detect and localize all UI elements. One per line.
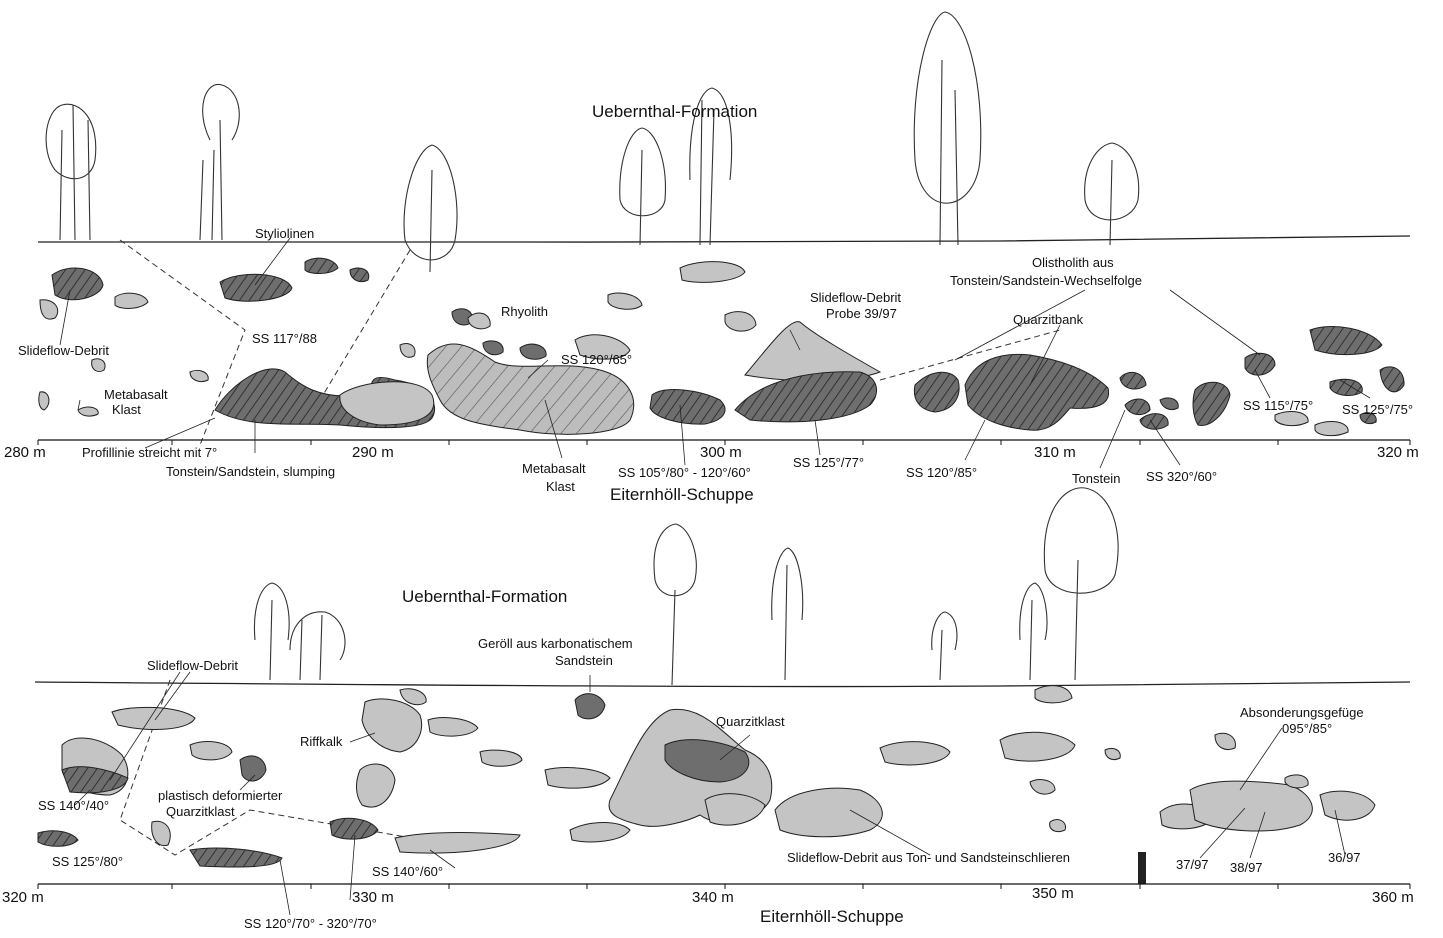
label-olistholith-2: Tonstein/Sandstein-Wechselfolge [950, 273, 1142, 288]
label-riffkalk: Riffkalk [300, 734, 343, 749]
label-profile-line: Profillinie streicht mit 7° [82, 445, 217, 460]
label-slideflow-probe-1: Slideflow-Debrit [810, 290, 901, 305]
lower-tick-label-360: 360 m [1372, 889, 1414, 906]
lower-tick-label-340: 340 m [692, 889, 734, 906]
marker-pole [1138, 852, 1146, 884]
label-geroell-1: Geröll aus karbonatischem [478, 636, 633, 651]
lower-tick-label-350: 350 m [1032, 885, 1074, 902]
label-quarzitklast: Quarzitklast [716, 714, 785, 729]
label-tonstein: Tonstein [1072, 471, 1120, 486]
lower-schuppe-title: Eiternhöll-Schuppe [760, 907, 904, 926]
label-metabasalt-left-2: Klast [112, 402, 141, 417]
upper-rock-bodies [39, 258, 1404, 435]
label-ss-120-65: SS 120°/65° [561, 352, 632, 367]
upper-tick-label-300: 300 m [700, 444, 742, 461]
label-ss-140-60: SS 140°/60° [372, 864, 443, 879]
label-slideflow-left: Slideflow-Debrit [18, 343, 109, 358]
upper-schuppe-title: Eiternhöll-Schuppe [610, 485, 754, 504]
label-quarzitbank: Quarzitbank [1013, 312, 1084, 327]
label-styliolinen: Styliolinen [255, 226, 314, 241]
label-probe-36: 36/97 [1328, 850, 1361, 865]
lower-rock-bodies [38, 686, 1375, 867]
label-ss-120-70: SS 120°/70° - 320°/70° [244, 916, 377, 931]
label-ss-125-75: SS 125°/75° [1342, 402, 1413, 417]
label-ss-120-85: SS 120°/85° [906, 465, 977, 480]
label-metabasalt-left-1: Metabasalt [104, 387, 168, 402]
lower-dashed-boundary [120, 680, 470, 855]
label-slideflow-lower: Slideflow-Debrit [147, 658, 238, 673]
label-slideflow-probe-2: Probe 39/97 [826, 306, 897, 321]
label-geroell-2: Sandstein [555, 653, 613, 668]
upper-tick-label-280: 280 m [4, 444, 46, 461]
upper-tick-label-310: 310 m [1034, 444, 1076, 461]
label-probe-38: 38/97 [1230, 860, 1263, 875]
label-slideflow-ton: Slideflow-Debrit aus Ton- und Sandsteins… [787, 850, 1070, 865]
label-tonstein-slumping: Tonstein/Sandstein, slumping [166, 464, 335, 479]
label-ss-125-80: SS 125°/80° [52, 854, 123, 869]
label-metabasalt-mid-1: Metabasalt [522, 461, 586, 476]
upper-tick-label-320: 320 m [1377, 444, 1419, 461]
label-metabasalt-mid-2: Klast [546, 479, 575, 494]
lower-tick-label-330: 330 m [352, 889, 394, 906]
lower-trees [254, 488, 1118, 685]
label-ss-105: SS 105°/80° - 120°/60° [618, 465, 751, 480]
lower-tick-label-320: 320 m [2, 889, 44, 906]
label-absonderung-1: Absonderungsgefüge [1240, 705, 1364, 720]
label-olistholith-1: Olistholith aus [1032, 255, 1114, 270]
upper-ground-line [38, 236, 1410, 242]
lower-formation-title: Uebernthal-Formation [402, 587, 567, 606]
label-absonderung-2: 095°/85° [1282, 721, 1332, 736]
label-rhyolith: Rhyolith [501, 304, 548, 319]
label-ss-115-75: SS 115°/75° [1243, 398, 1313, 413]
label-ss-125-77: SS 125°/77° [793, 455, 864, 470]
upper-tick-label-290: 290 m [352, 444, 394, 461]
label-probe-37: 37/97 [1176, 857, 1209, 872]
label-ss-117: SS 117°/88 [252, 331, 317, 346]
label-ss-140-40: SS 140°/40° [38, 798, 109, 813]
label-ss-320-60: SS 320°/60° [1146, 469, 1217, 484]
label-plastisch-2: Quarzitklast [166, 804, 235, 819]
lower-ground-line [35, 682, 1410, 687]
lower-panel: Uebernthal-Formation Eiternhöll-Schuppe … [2, 488, 1414, 931]
upper-panel: Uebernthal-Formation Eiternhöll-Schuppe … [4, 12, 1419, 504]
upper-formation-title: Uebernthal-Formation [592, 102, 757, 121]
label-plastisch-1: plastisch deformierter [158, 788, 283, 803]
upper-trees [46, 12, 1139, 272]
